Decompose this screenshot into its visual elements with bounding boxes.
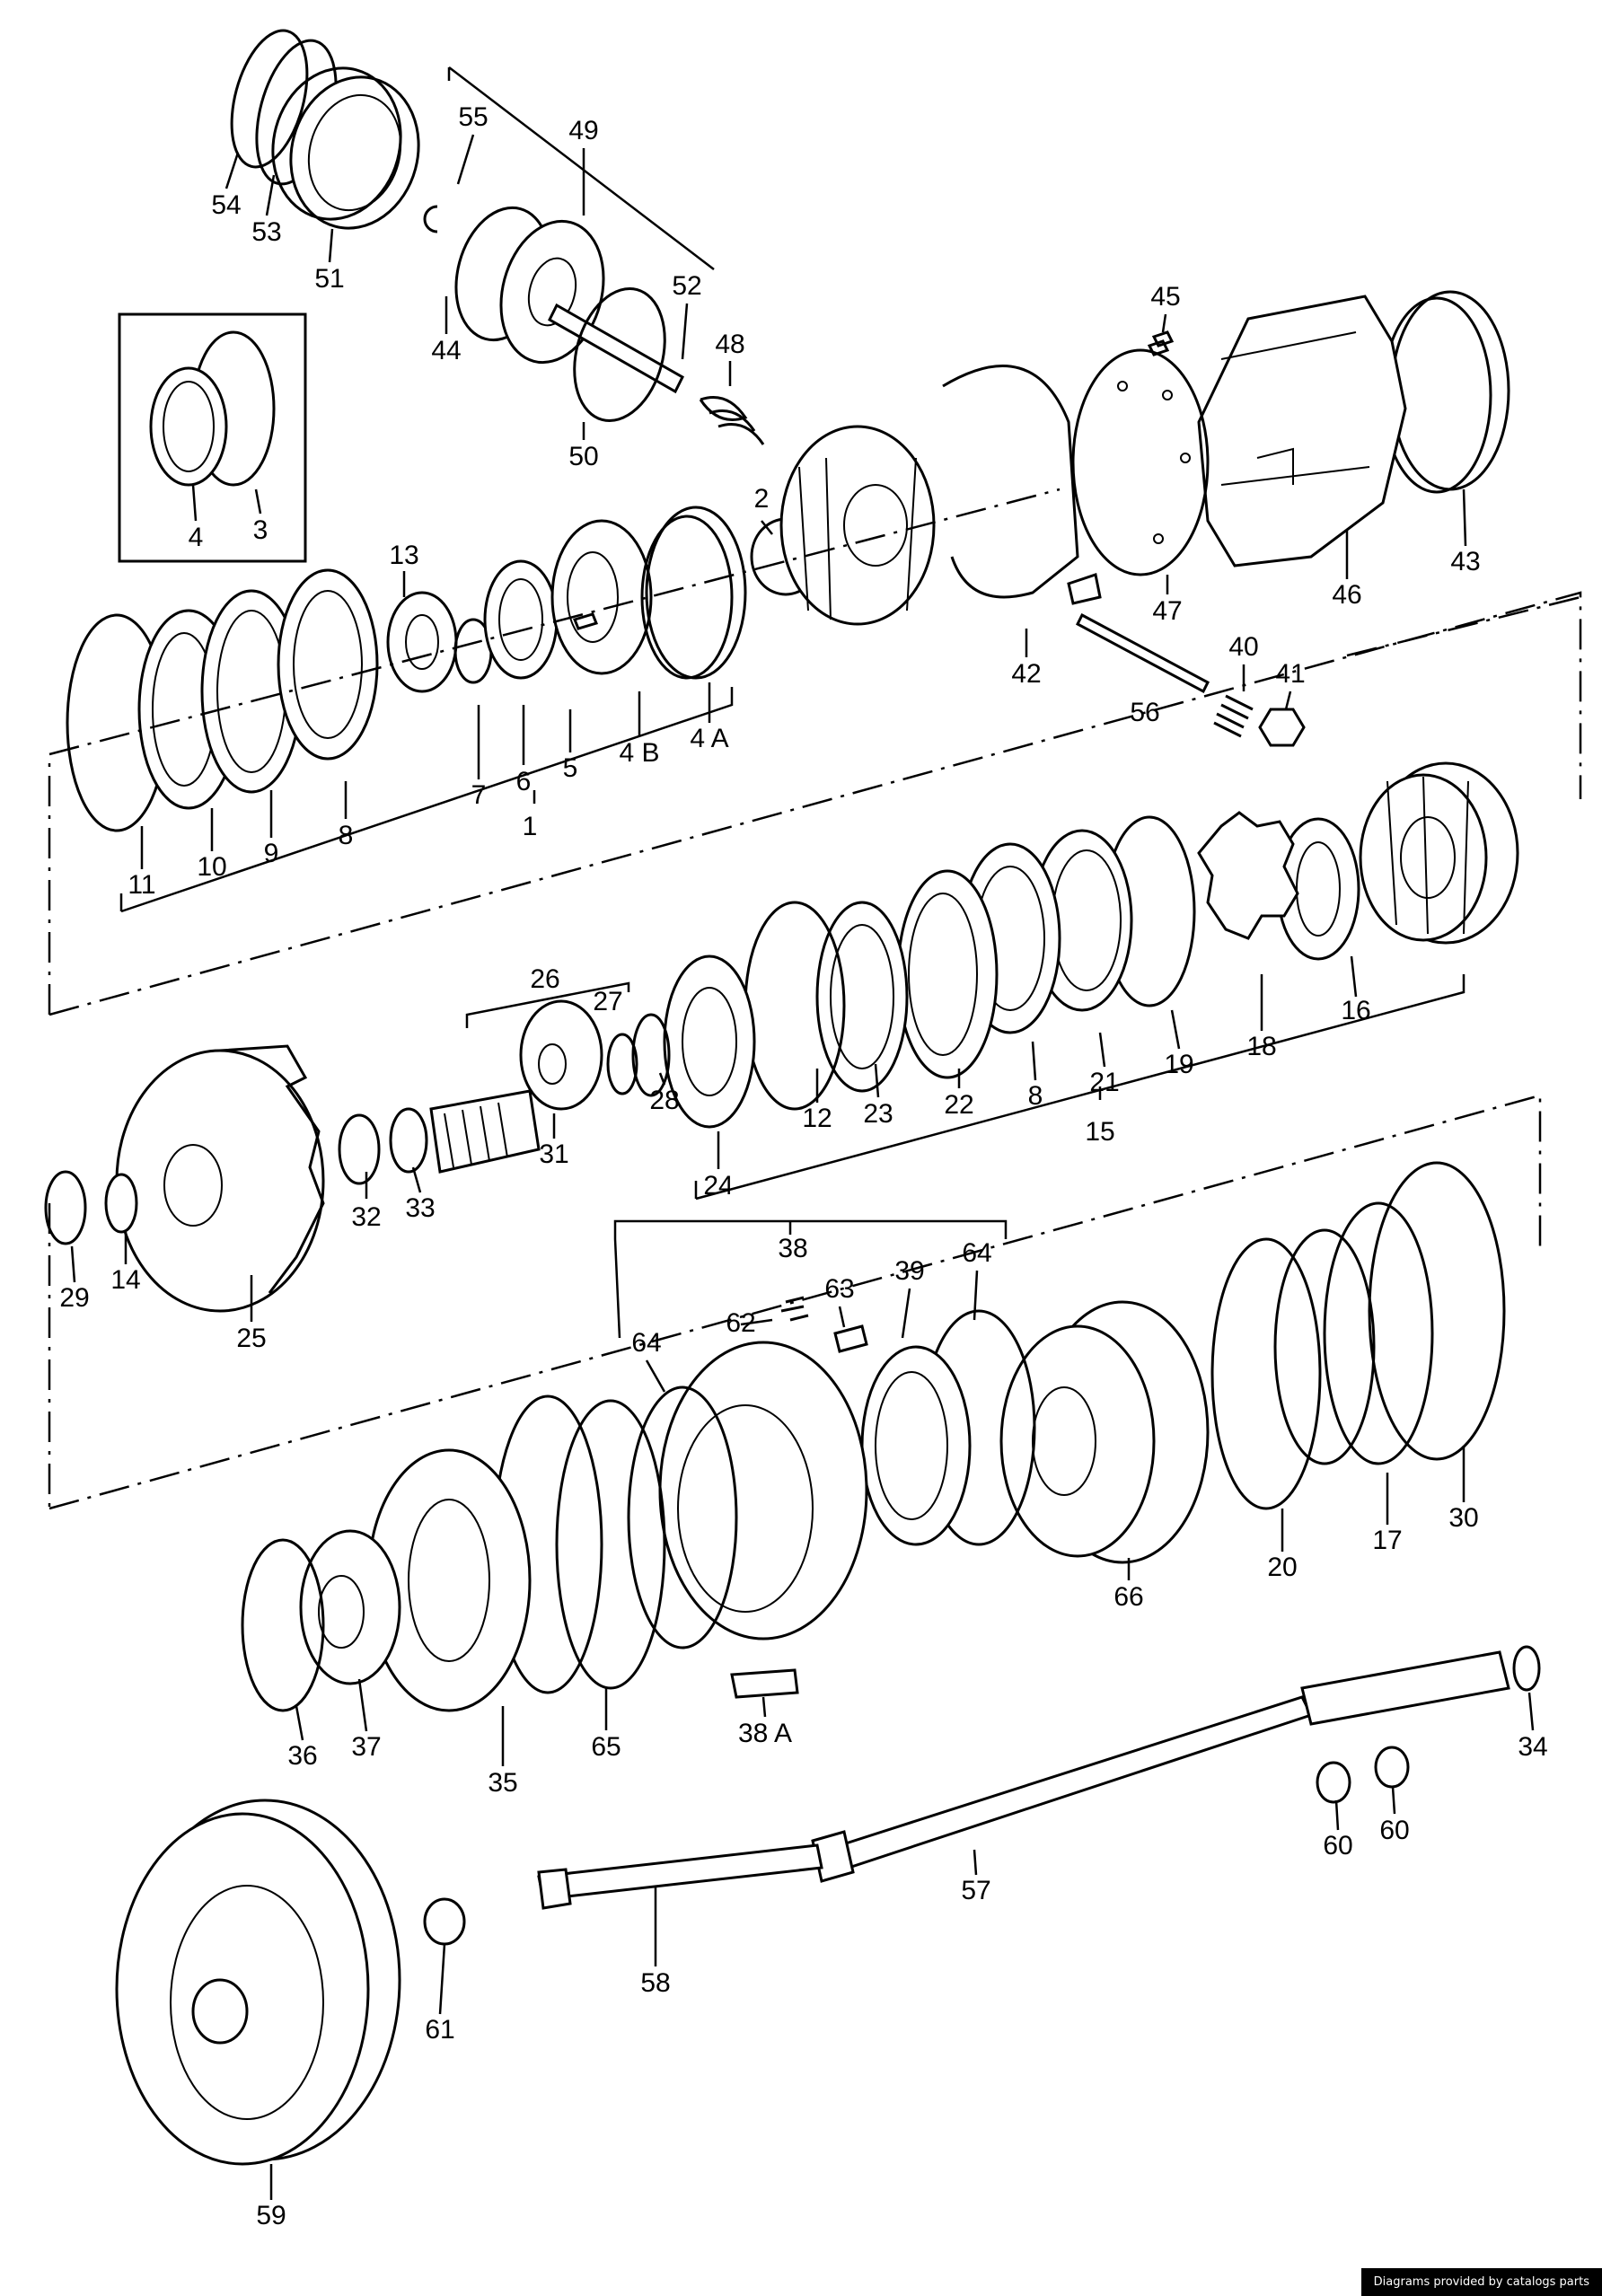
label-23: 23	[863, 1099, 893, 1129]
label-43: 43	[1450, 547, 1480, 576]
label-48: 48	[715, 330, 744, 359]
brake-band-group	[942, 290, 1510, 605]
label-44: 44	[431, 336, 461, 365]
label-26: 26	[530, 964, 559, 994]
pin-56	[1076, 612, 1210, 694]
label-15: 15	[1085, 1117, 1114, 1147]
leader-lines	[70, 134, 1535, 2200]
clutch-drum	[779, 425, 936, 626]
label-6: 6	[516, 767, 532, 796]
label-46: 46	[1332, 580, 1361, 610]
label-57: 57	[961, 1876, 990, 1905]
label-47: 47	[1152, 596, 1182, 626]
label-63: 63	[824, 1274, 854, 1304]
label-13: 13	[389, 541, 418, 570]
label-14: 14	[110, 1265, 140, 1295]
planetary-group	[44, 954, 756, 1313]
label-40: 40	[1228, 632, 1258, 662]
label-52: 52	[672, 271, 701, 301]
label-18: 18	[1246, 1032, 1276, 1061]
label-4A: 4 A	[690, 724, 728, 753]
label-60-b: 60	[1379, 1816, 1409, 1845]
clutch-pack-1	[66, 506, 747, 832]
label-30: 30	[1448, 1503, 1478, 1533]
torque-converter	[115, 1799, 466, 2166]
label-19: 19	[1164, 1050, 1193, 1079]
label-21: 21	[1089, 1068, 1119, 1097]
label-3: 3	[253, 515, 268, 545]
label-35: 35	[488, 1768, 517, 1798]
credit-footer: Diagrams provided by catalogs parts	[1360, 2268, 1602, 2296]
label-65: 65	[591, 1732, 621, 1762]
label-17: 17	[1372, 1526, 1402, 1555]
label-38: 38	[778, 1234, 807, 1263]
label-29: 29	[59, 1283, 89, 1313]
label-54: 54	[211, 190, 241, 220]
clutch-pack-15	[744, 761, 1519, 1111]
label-41: 41	[1275, 659, 1305, 689]
label-36: 36	[287, 1741, 317, 1771]
callout-labels: 1 2 3 4 4 A 4 B 5 6 7 8 8 9 10 11 12 13 …	[59, 102, 1547, 2230]
label-1: 1	[523, 812, 538, 841]
label-10: 10	[197, 852, 226, 882]
label-59: 59	[256, 2201, 286, 2230]
label-37: 37	[351, 1732, 381, 1762]
label-2: 2	[754, 484, 770, 514]
label-39: 39	[894, 1256, 924, 1286]
label-34: 34	[1518, 1732, 1547, 1762]
label-11: 11	[128, 870, 155, 900]
label-24: 24	[703, 1171, 733, 1201]
label-66: 66	[1113, 1582, 1143, 1612]
label-22: 22	[944, 1090, 973, 1120]
label-60-a: 60	[1323, 1831, 1352, 1861]
piston-assembly	[230, 29, 765, 445]
label-53: 53	[251, 217, 281, 247]
label-49: 49	[568, 116, 598, 145]
nut-41	[1258, 708, 1306, 747]
label-4: 4	[189, 523, 204, 552]
label-64-a: 64	[631, 1328, 661, 1358]
label-50: 50	[568, 442, 598, 471]
label-25: 25	[236, 1324, 266, 1353]
label-8-mid: 8	[1028, 1081, 1043, 1111]
label-20: 20	[1267, 1553, 1297, 1582]
label-8-top: 8	[339, 821, 354, 850]
label-64-b: 64	[962, 1238, 991, 1268]
spring-45	[1147, 330, 1175, 356]
label-56: 56	[1130, 698, 1159, 727]
label-28: 28	[649, 1086, 679, 1115]
label-31: 31	[539, 1139, 568, 1169]
shafts	[537, 1645, 1541, 1910]
label-9: 9	[264, 839, 279, 868]
label-4B: 4 B	[619, 738, 659, 768]
spring-40	[1213, 694, 1254, 738]
label-42: 42	[1011, 659, 1041, 689]
label-12: 12	[802, 1104, 832, 1133]
label-32: 32	[351, 1202, 381, 1232]
rear-clutch-group	[241, 1161, 1506, 1712]
label-33: 33	[405, 1193, 435, 1223]
label-27: 27	[593, 987, 622, 1016]
label-5: 5	[563, 753, 578, 783]
label-7: 7	[471, 780, 487, 810]
label-55: 55	[458, 102, 488, 132]
label-45: 45	[1150, 282, 1180, 312]
part-4	[149, 366, 228, 487]
label-16: 16	[1341, 996, 1370, 1025]
inset-box	[118, 312, 307, 563]
label-51: 51	[314, 264, 344, 294]
label-38A: 38 A	[738, 1719, 792, 1748]
label-61: 61	[425, 2015, 454, 2045]
label-58: 58	[640, 1968, 670, 1998]
